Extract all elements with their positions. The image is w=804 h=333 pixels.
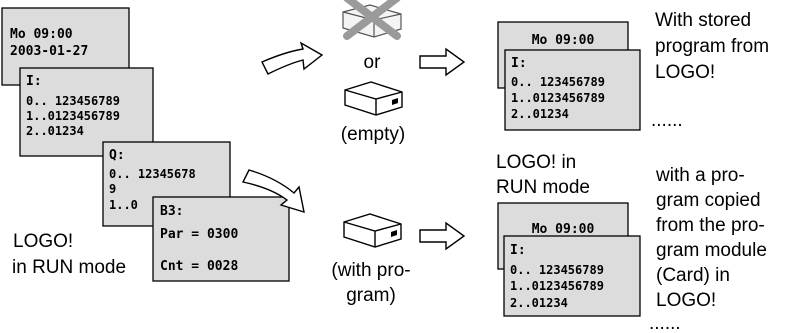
display-text: 0.. 123456789	[511, 75, 605, 89]
or-label: or	[364, 52, 382, 73]
display-text: I:	[26, 74, 42, 89]
display-text: B3:	[160, 204, 183, 219]
left-display-block: B3: Par = 0300 Cnt = 0028	[152, 196, 290, 282]
display-text: 0.. 123456789	[510, 263, 604, 277]
top-ellipsis: ......	[651, 110, 683, 131]
bottom-desc-line3: from the pro-	[656, 215, 765, 236]
right-arrow-top-icon	[419, 47, 466, 77]
with-program-label-line2: gram)	[346, 285, 396, 306]
top-desc-line3: LOGO!	[655, 62, 715, 83]
display-text: 1..0	[109, 198, 138, 212]
display-text: Par = 0300	[160, 227, 238, 242]
display-text: Mo 09:00	[10, 27, 73, 42]
bottom-desc-line6: LOGO!	[656, 290, 716, 311]
display-text: Mo 09:00	[532, 222, 595, 237]
top-desc-line2: program from	[655, 36, 769, 57]
display-text: I:	[511, 56, 527, 71]
display-text: 2..01234	[510, 296, 568, 310]
display-text: 0.. 123456789	[26, 94, 120, 108]
right-arrow-bottom-icon	[419, 221, 466, 251]
display-text: Cnt = 0028	[160, 259, 238, 274]
display-text: 2..01234	[511, 107, 569, 121]
display-text: 1..0123456789	[26, 109, 120, 123]
bottom-right-display-front: I: 0.. 123456789 1..0123456789 2..01234	[503, 235, 641, 317]
left-caption-line2: in RUN mode	[12, 257, 126, 278]
bottom-ellipsis: ......	[649, 313, 681, 333]
top-desc-line1: With stored	[655, 10, 751, 31]
curved-arrow-down-icon	[241, 169, 305, 214]
display-text: 2..01234	[26, 124, 84, 138]
display-text: Q:	[109, 148, 125, 163]
display-text: Mo 09:00	[532, 33, 595, 48]
display-text: 0.. 12345678	[109, 167, 196, 181]
top-right-display-front: I: 0.. 123456789 1..0123456789 2..01234	[504, 49, 641, 131]
display-text: 1..0123456789	[510, 279, 604, 293]
left-caption-line1: LOGO!	[13, 231, 73, 252]
empty-module-icon	[344, 81, 403, 116]
crossed-out-module-icon	[342, 0, 402, 40]
display-text: 1..0123456789	[511, 91, 605, 105]
display-text: I:	[510, 243, 526, 258]
bottom-desc-line2: gram copied	[656, 190, 761, 211]
curved-arrow-up-icon	[261, 41, 324, 75]
with-program-label-line1: (with pro-	[331, 260, 410, 281]
left-display-inputs: I: 0.. 123456789 1..0123456789 2..01234	[19, 67, 154, 157]
run-mode-line2: RUN mode	[496, 177, 590, 198]
run-mode-line1: LOGO! in	[496, 152, 576, 173]
program-module-icon	[343, 213, 402, 248]
bottom-desc-line1: with a pro-	[655, 165, 745, 186]
display-text: 9	[109, 182, 116, 196]
empty-label: (empty)	[341, 124, 405, 145]
display-text: 2003-01-27	[10, 44, 88, 59]
bottom-desc-line5: (Card) in	[656, 265, 730, 286]
bottom-desc-line4: gram module	[656, 240, 767, 261]
